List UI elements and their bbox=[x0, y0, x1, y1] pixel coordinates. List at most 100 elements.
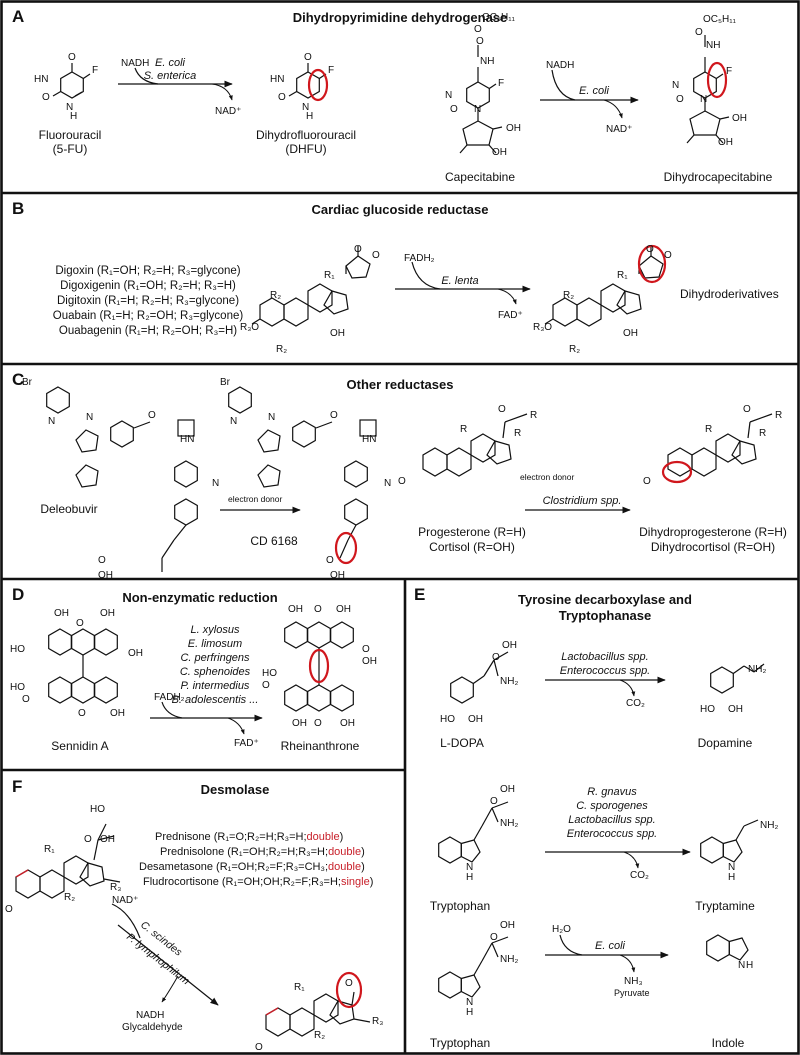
glycoside-digoxin: Digoxin (R₁=OH; R₂=H; R₃=glycone) bbox=[55, 265, 240, 277]
sennidin-a-label: Sennidin A bbox=[51, 739, 108, 753]
svg-text:O: O bbox=[498, 404, 506, 415]
tryptophan-structure-2 bbox=[438, 936, 509, 999]
panel-d: D Non-enzymatic reduction OH O OH HO OH … bbox=[10, 585, 377, 753]
f-list-2: Prednisolone (R₁=OH;R₂=H;R₃=H;double) bbox=[160, 846, 365, 858]
b-product-highlight bbox=[637, 244, 667, 284]
sennidin-a-structure bbox=[48, 628, 118, 704]
svg-text:H: H bbox=[306, 111, 313, 122]
svg-text:R: R bbox=[460, 424, 467, 435]
svg-text:R: R bbox=[775, 410, 782, 421]
svg-text:OH: OH bbox=[288, 604, 303, 615]
svg-text:R₂: R₂ bbox=[563, 290, 574, 301]
panel-c-letter: C bbox=[12, 370, 24, 389]
tryptophan-structure-1 bbox=[438, 801, 509, 864]
b-cofactor-in: FADH₂ bbox=[404, 253, 435, 264]
deleobuvir-structure bbox=[46, 386, 198, 572]
svg-text:OH: OH bbox=[500, 920, 515, 931]
svg-text:R₂: R₂ bbox=[569, 344, 580, 355]
cd6168-structure bbox=[228, 386, 377, 559]
panel-e-title-2: Tryptophanase bbox=[559, 608, 651, 623]
svg-text:NH₂: NH₂ bbox=[500, 818, 518, 829]
e2-org-4: Enterococcus spp. bbox=[567, 828, 658, 840]
e2-org-2: C. sporogenes bbox=[576, 800, 648, 812]
f-product-highlight bbox=[335, 971, 363, 1009]
glycoside-digitoxin: Digitoxin (R₁=H; R₂=H; R₃=glycone) bbox=[57, 295, 239, 307]
panel-f-letter: F bbox=[12, 777, 22, 796]
a1-cofactor-out: NAD⁺ bbox=[215, 106, 241, 117]
panel-e: E Tyrosine decarboxylase and Tryptophana… bbox=[414, 585, 778, 1050]
b-product-label: Dihydroderivatives bbox=[680, 287, 779, 301]
f-list-3: Desametasone (R₁=OH;R₂=F;R₃=CH₃;double) bbox=[139, 861, 365, 873]
svg-text:OH: OH bbox=[330, 570, 345, 581]
svg-text:H: H bbox=[466, 872, 473, 883]
svg-text:OH: OH bbox=[100, 608, 115, 619]
f-list-1: Prednisone (R₁=O;R₂=H;R₃=H;double) bbox=[155, 831, 343, 843]
svg-text:R: R bbox=[705, 424, 712, 435]
fluorouracil-abbr: (5-FU) bbox=[53, 142, 88, 156]
svg-text:HN: HN bbox=[34, 74, 48, 85]
svg-text:HO: HO bbox=[10, 644, 25, 655]
svg-text:OH: OH bbox=[732, 113, 747, 124]
svg-text:R₂: R₂ bbox=[314, 1030, 325, 1041]
indole-label: Indole bbox=[712, 1036, 745, 1050]
e2-out: CO₂ bbox=[630, 870, 649, 881]
svg-text:O: O bbox=[490, 796, 498, 807]
svg-text:R: R bbox=[530, 410, 537, 421]
svg-text:O: O bbox=[278, 92, 286, 103]
c2-org: Clostridium spp. bbox=[543, 495, 622, 507]
svg-text:N: N bbox=[672, 80, 679, 91]
progesterone-label: Progesterone (R=H) bbox=[418, 525, 526, 539]
tryptamine-label: Tryptamine bbox=[695, 899, 755, 913]
rheinanthrone-highlight bbox=[308, 648, 330, 684]
b-cofactor-out: FAD⁺ bbox=[498, 310, 523, 321]
svg-text:HO: HO bbox=[262, 668, 277, 679]
d-org-6: B. adolescentis ... bbox=[172, 694, 259, 706]
cd6168-label: CD 6168 bbox=[250, 534, 298, 548]
svg-text:Br: Br bbox=[220, 377, 231, 388]
svg-text:O: O bbox=[490, 932, 498, 943]
l-dopa-label: L-DOPA bbox=[440, 736, 484, 750]
corticosteroid-structure bbox=[15, 823, 121, 899]
svg-text:OH: OH bbox=[468, 714, 483, 725]
svg-text:N: N bbox=[700, 94, 707, 105]
svg-text:HN: HN bbox=[180, 434, 194, 445]
svg-text:N: N bbox=[212, 478, 219, 489]
svg-text:F: F bbox=[498, 78, 504, 89]
svg-text:O: O bbox=[68, 52, 76, 63]
a1-org-2: S. enterica bbox=[144, 70, 197, 82]
svg-text:R₃O: R₃O bbox=[533, 322, 552, 333]
f-double-bond-highlight bbox=[15, 869, 29, 878]
svg-text:O: O bbox=[42, 92, 50, 103]
svg-text:R: R bbox=[759, 428, 766, 439]
svg-text:OH: OH bbox=[492, 147, 507, 158]
dihydroprogesterone-label: Dihydroprogesterone (R=H) bbox=[639, 525, 787, 539]
dihydroderivative-structure bbox=[544, 246, 664, 327]
dihydrocapecitabine-highlight bbox=[706, 61, 728, 99]
svg-text:R₁: R₁ bbox=[294, 982, 305, 993]
svg-text:O: O bbox=[664, 250, 672, 261]
f-list-4: Fludrocortisone (R₁=OH;OH;R₂=F;R₃=H;sing… bbox=[143, 876, 373, 888]
d-org-3: C. perfringens bbox=[180, 652, 250, 664]
svg-text:OC₅H₁₁: OC₅H₁₁ bbox=[482, 12, 516, 23]
dihydroprogesterone-structure bbox=[667, 413, 773, 477]
svg-text:OH: OH bbox=[718, 137, 733, 148]
glycoside-digoxigenin: Digoxigenin (R₁=OH; R₂=H; R₃=H) bbox=[60, 280, 236, 292]
e1-out: CO₂ bbox=[626, 698, 645, 709]
svg-text:N: N bbox=[474, 104, 481, 115]
svg-text:NH₂: NH₂ bbox=[760, 820, 778, 831]
dopamine-structure bbox=[710, 663, 765, 694]
svg-text:O: O bbox=[476, 36, 484, 47]
svg-text:NH: NH bbox=[480, 56, 494, 67]
svg-text:O: O bbox=[314, 604, 322, 615]
b-org: E. lenta bbox=[441, 275, 478, 287]
cd6168-highlight bbox=[334, 531, 358, 565]
f-cofactor-in: NAD⁺ bbox=[112, 895, 138, 906]
panel-f: F Desmolase HO O OH R₁ R₃ R₂ O Prednison… bbox=[5, 777, 383, 1053]
desmolase-product-structure bbox=[265, 991, 371, 1037]
a1-org-1: E. coli bbox=[155, 57, 186, 69]
svg-text:HO: HO bbox=[700, 704, 715, 715]
panel-b: B Cardiac glucoside reductase Digoxin (R… bbox=[12, 199, 779, 355]
panel-a: A Dihydropyrimidine dehydrogenase O F HN… bbox=[12, 7, 773, 184]
svg-text:OH: OH bbox=[502, 640, 517, 651]
